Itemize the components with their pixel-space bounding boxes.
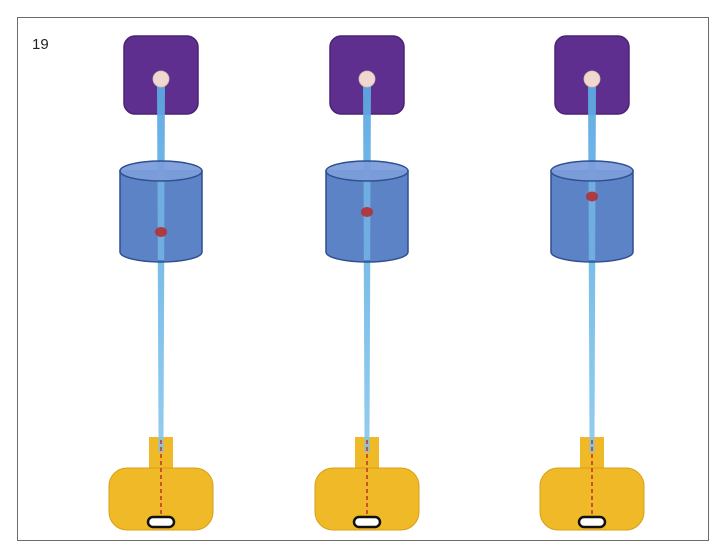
sample-cylinder-top xyxy=(119,160,203,182)
emitter-dot xyxy=(358,70,376,88)
sample-cylinder-top xyxy=(550,160,634,182)
setup-group-2 xyxy=(314,35,420,531)
beam-on-detector xyxy=(364,437,370,452)
emitter-dot xyxy=(152,70,170,88)
beam-in-cylinder xyxy=(588,171,596,260)
beam-on-detector xyxy=(158,437,164,452)
beam-in-cylinder xyxy=(157,171,165,260)
detector-slot xyxy=(352,515,382,529)
figure-number: 19 xyxy=(32,36,49,53)
setup-group-1 xyxy=(108,35,214,531)
detector-slot xyxy=(577,515,607,529)
beam-on-detector xyxy=(589,437,595,452)
emitter-dot xyxy=(583,70,601,88)
particle xyxy=(586,191,598,202)
detector-slot xyxy=(146,515,176,529)
particle xyxy=(155,226,167,237)
sample-cylinder-top xyxy=(325,160,409,182)
setup-group-3 xyxy=(539,35,645,531)
particle xyxy=(361,206,373,217)
